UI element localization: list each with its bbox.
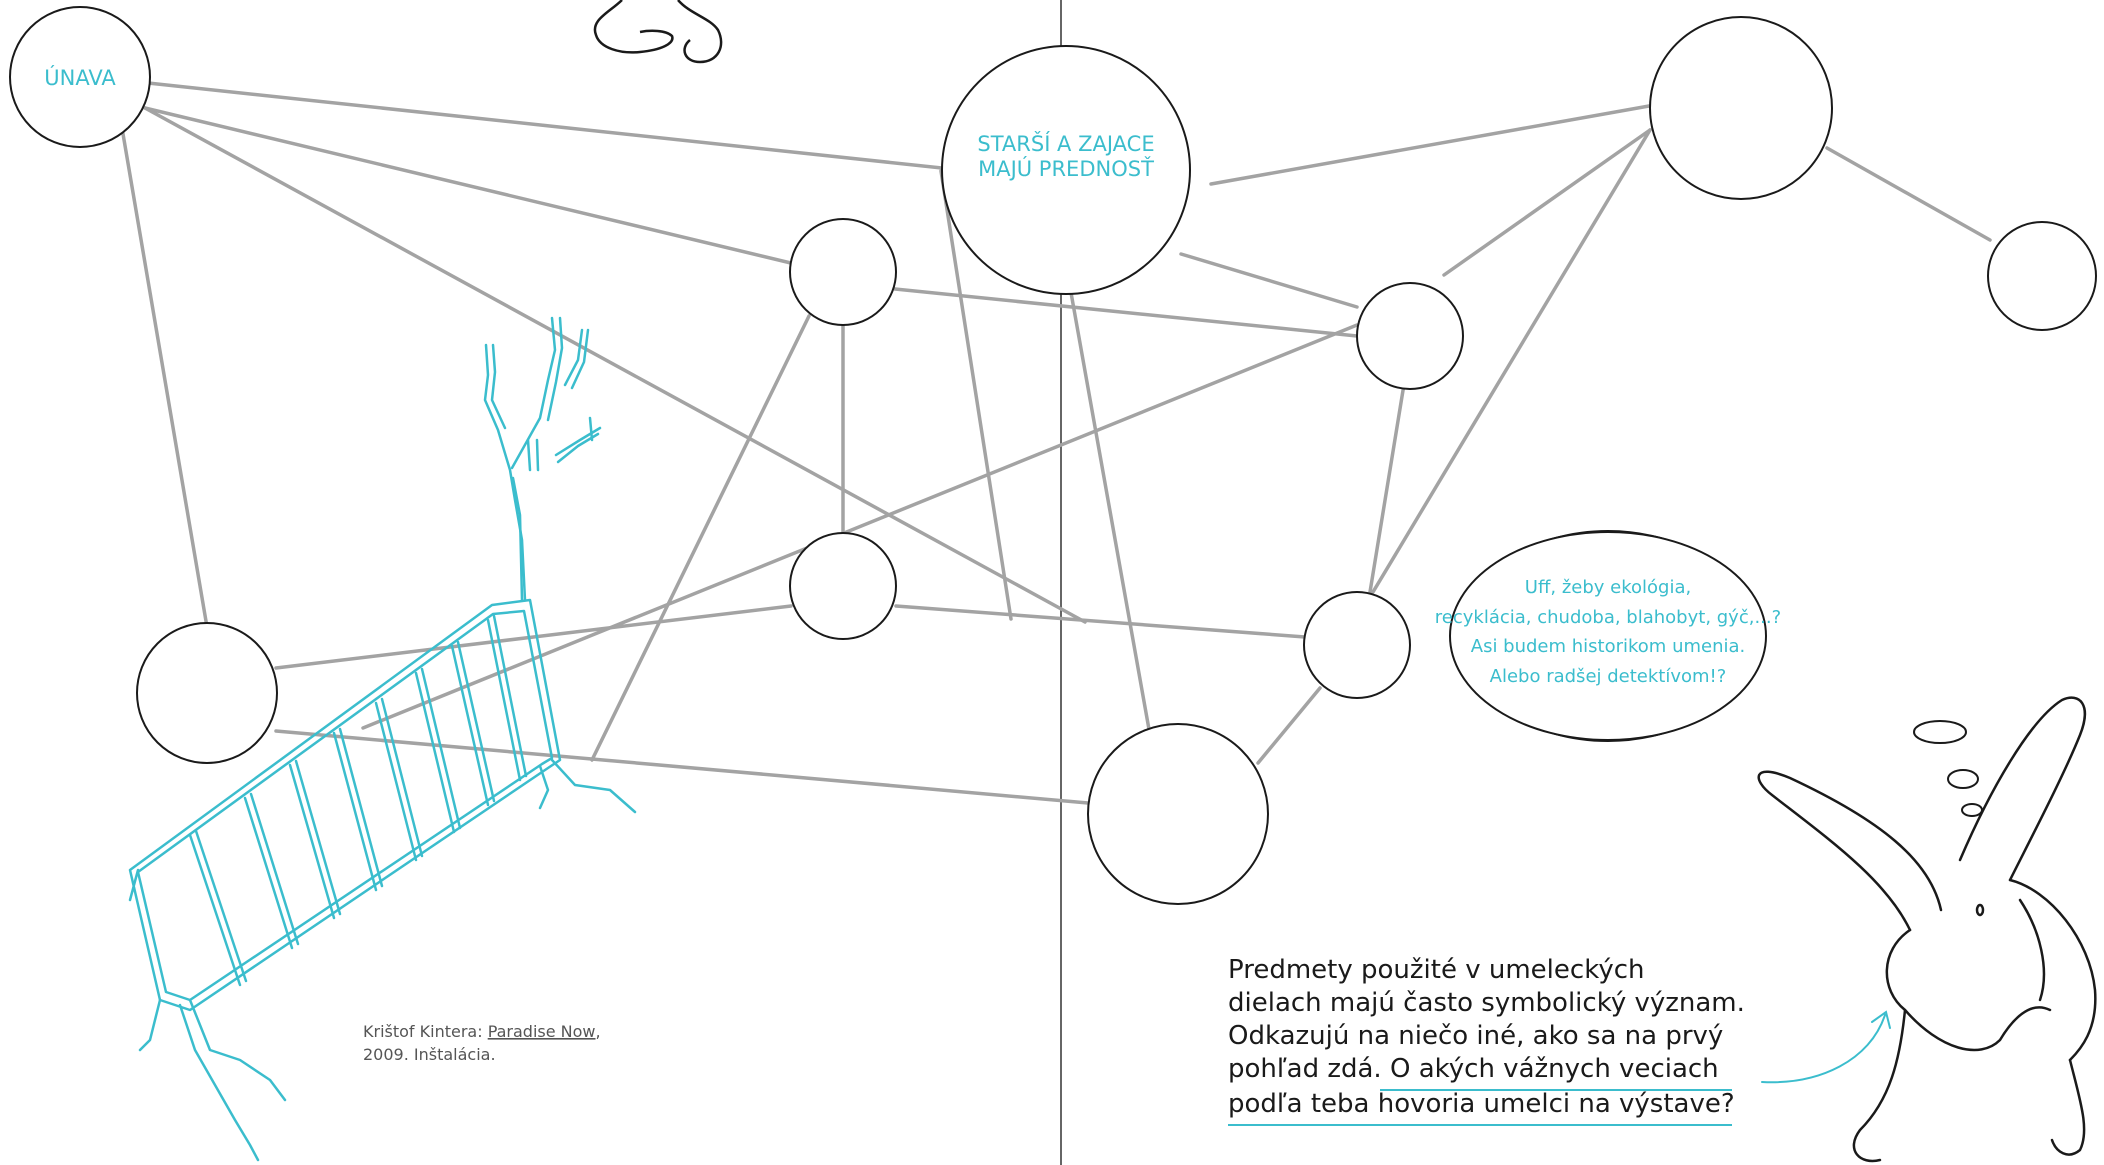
node-f[interactable] bbox=[1087, 723, 1269, 905]
node-starsi-label-line2: MAJÚ PREDNOSŤ bbox=[978, 156, 1154, 181]
node-far-right[interactable] bbox=[1987, 221, 2097, 331]
bubble-line-2: recyklácia, chudoba, blahobyt, gýč,...? bbox=[1435, 607, 1781, 628]
node-starsi[interactable] bbox=[941, 45, 1191, 295]
bubble-line-3: Asi budem historikom umenia. bbox=[1471, 636, 1746, 657]
node-d[interactable] bbox=[1303, 591, 1411, 699]
question-line-1: Predmety použité v umeleckých bbox=[1228, 955, 1644, 985]
node-starsi-label-line1: STARŠÍ A ZAJACE bbox=[977, 131, 1154, 156]
bubble-line-4: Alebo radšej detektívom!? bbox=[1490, 666, 1727, 687]
question-line-4-highlight: O akých vážnych veciach bbox=[1390, 1054, 1719, 1084]
question-line-4-plain: pohľad zdá. bbox=[1228, 1054, 1390, 1084]
caption-work-title: Paradise Now bbox=[488, 1022, 596, 1041]
question-line-5: podľa teba hovoria umelci na výstave? bbox=[1228, 1089, 1735, 1119]
connection-lines bbox=[120, 81, 1992, 805]
question-block: Predmety použité v umeleckých dielach ma… bbox=[1228, 955, 1745, 1126]
question-line-2: dielach majú často symbolický význam. bbox=[1228, 988, 1745, 1018]
caption-line-2: 2009. Inštalácia. bbox=[363, 1045, 496, 1064]
thinking-rabbit-drawing bbox=[1757, 696, 2097, 1163]
doodle-top-icon bbox=[593, 0, 723, 64]
node-a[interactable] bbox=[789, 218, 897, 326]
node-c[interactable] bbox=[789, 532, 897, 640]
question-line-3: Odkazujú na niečo iné, ako sa na prvý bbox=[1228, 1021, 1723, 1051]
node-unava[interactable] bbox=[9, 6, 151, 148]
curved-arrow-icon bbox=[1761, 1010, 1891, 1084]
question-line-4: pohľad zdá. O akých vážnych veciach bbox=[1228, 1054, 1719, 1084]
thought-bubble-icon bbox=[1913, 720, 1983, 817]
node-circles bbox=[9, 6, 2097, 905]
node-unava-label: ÚNAVA bbox=[44, 65, 116, 90]
caption-author: Krištof Kintera: bbox=[363, 1022, 488, 1041]
caption-comma: , bbox=[596, 1022, 601, 1041]
node-top-right[interactable] bbox=[1649, 16, 1833, 200]
node-e[interactable] bbox=[136, 622, 278, 764]
crowd-barrier-drawing bbox=[128, 316, 637, 1162]
node-b[interactable] bbox=[1356, 282, 1464, 390]
bubble-line-1: Uff, žeby ekológia, bbox=[1525, 577, 1691, 598]
caption-line-1: Krištof Kintera: Paradise Now, bbox=[363, 1022, 601, 1041]
